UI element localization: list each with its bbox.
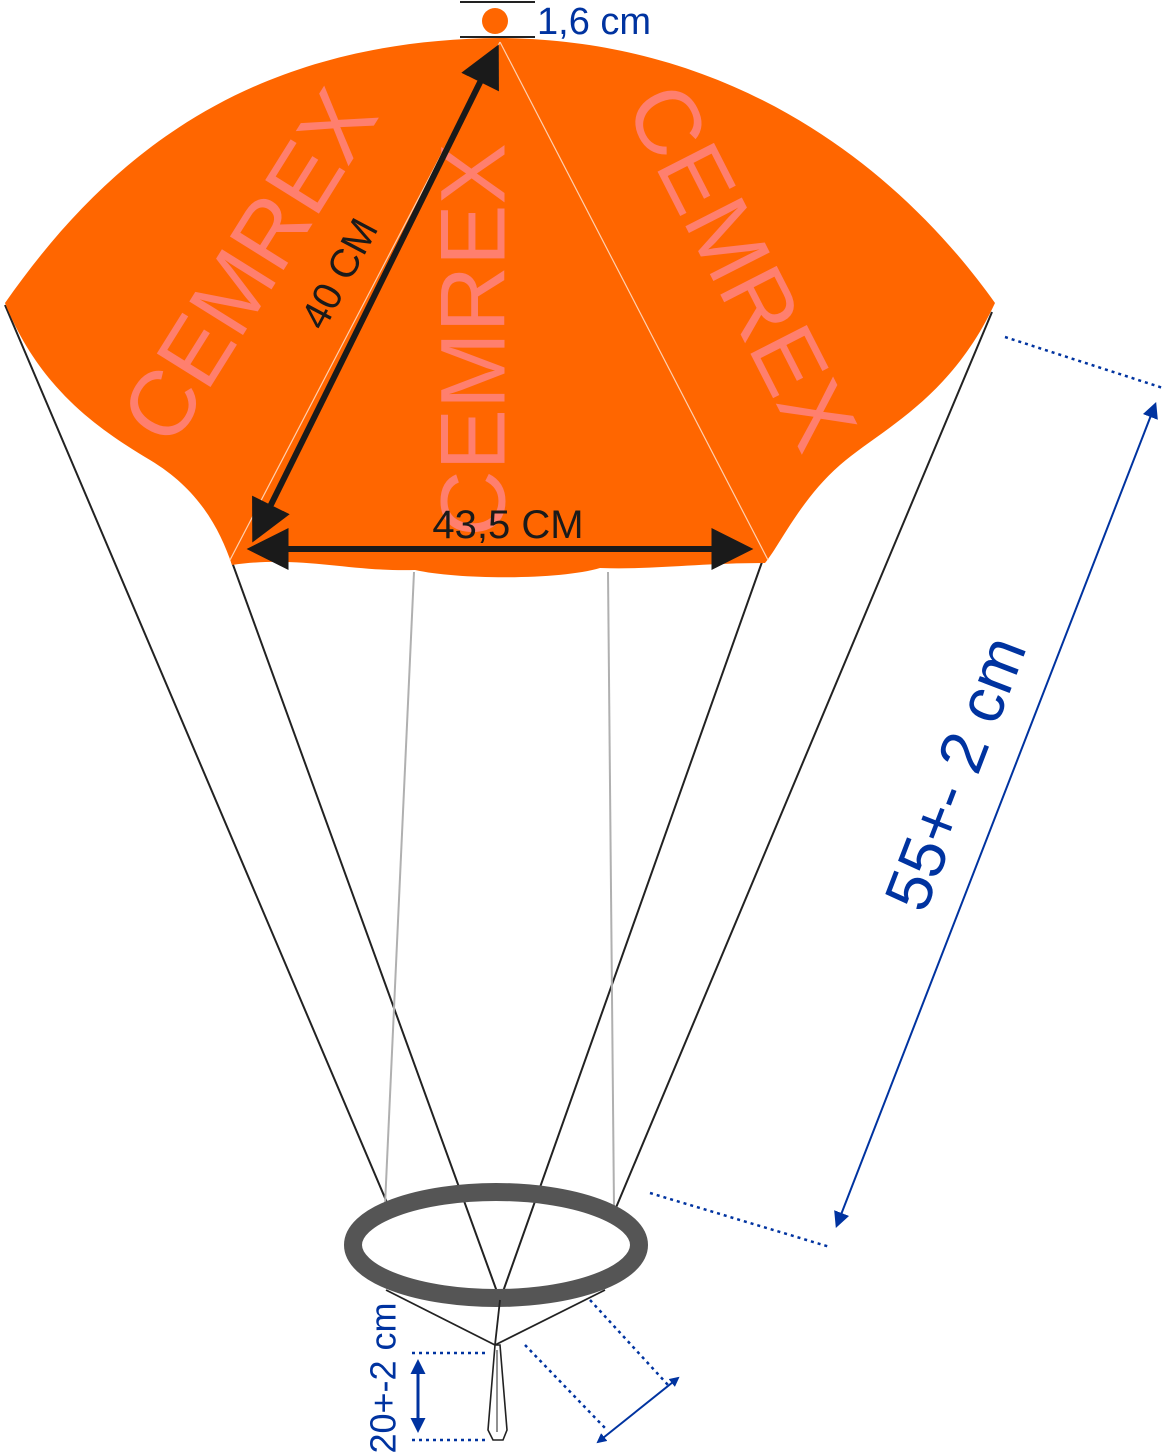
- apex-vent-label: 1,6 cm: [537, 1, 651, 43]
- diag-guide-lower: [524, 1344, 606, 1429]
- bridle-vertical-dimension: 20+-2 cm: [363, 1302, 485, 1454]
- bridle-line-right: [494, 1289, 606, 1346]
- connector-ring: [344, 1183, 648, 1307]
- gore-seam-right: [499, 41, 769, 561]
- bridle: [385, 1289, 606, 1441]
- line-length-arrow: [834, 402, 1158, 1228]
- gore-base-label: 43,5 CM: [432, 503, 583, 547]
- line-length-label: 55+- 2 cm: [870, 627, 1040, 920]
- line-length-guide-top: [1004, 335, 1164, 390]
- diag-arrow: [596, 1376, 680, 1444]
- center-line-left: [384, 571, 415, 1206]
- bridle-line-left: [385, 1289, 496, 1346]
- outer-line-left: [4, 304, 389, 1206]
- gore-side-arrow: [252, 44, 499, 543]
- inner-line-left: [231, 561, 501, 1301]
- vent-dot: [482, 8, 508, 34]
- bridle-line-center: [494, 1299, 501, 1346]
- bridle-diagonal-dimension: [524, 1299, 680, 1444]
- diag-guide-upper: [589, 1299, 669, 1386]
- center-line-right: [607, 571, 615, 1209]
- watermark-center: CEMREX: [422, 143, 524, 537]
- inner-line-right: [499, 561, 763, 1301]
- bridle-length-label: 20+-2 cm: [363, 1302, 404, 1453]
- apex-vent: 1,6 cm: [460, 1, 651, 43]
- line-length-guide-bottom: [649, 1191, 831, 1249]
- canopy: CEMREX CEMREX CEMREX: [5, 38, 995, 578]
